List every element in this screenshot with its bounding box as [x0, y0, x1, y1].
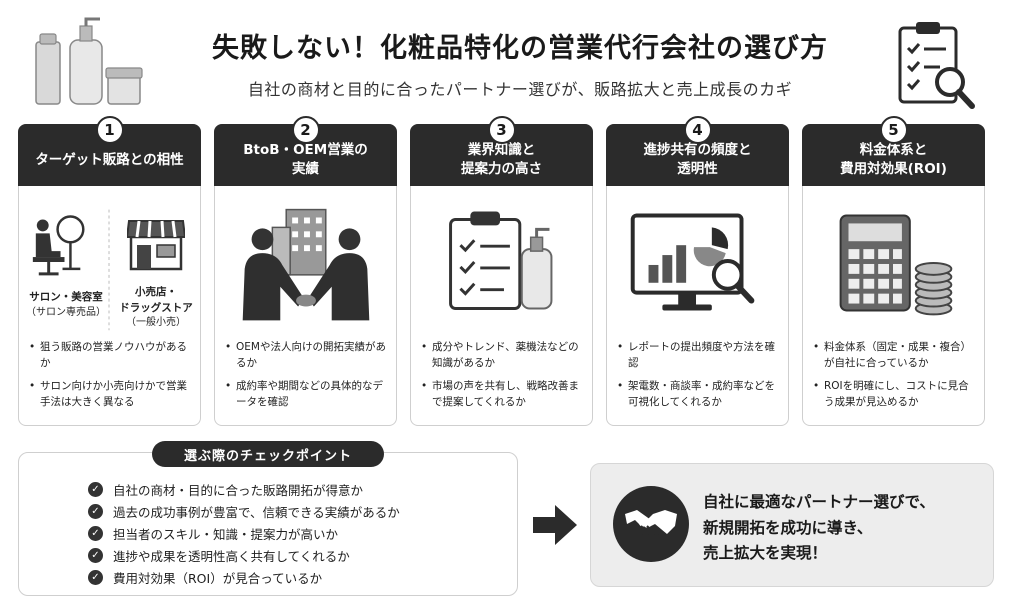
card-title: ターゲット販路との相性: [35, 151, 184, 168]
segment-name: 小売店・ ドラッグストア: [119, 286, 193, 314]
salon-chair-icon: [32, 209, 110, 331]
card-industry-knowledge: 3 業界知識と 提案力の高さ 成分やトレンド、薬機法などの知識があるか 市場の声…: [410, 116, 593, 426]
checkpoint-item: ✓ 費用対効果（ROI）が見合っているか: [88, 566, 400, 588]
card-title: BtoB・OEM営業の 実績: [243, 142, 368, 177]
bullet: 架電数・商談率・成約率などを可視化してくれるか: [617, 378, 780, 411]
monitor-chart-icon: [630, 213, 755, 311]
result-line: 自社に最適なパートナー選びで、: [703, 493, 935, 511]
check-circle-icon: ✓: [88, 569, 103, 585]
result-line: 新規開拓を成功に導き、: [703, 518, 873, 537]
checkpoint-item: ✓ 進捗や成果を透明性高く共有してくれるか: [88, 544, 400, 566]
card-title: 進捗共有の頻度と 透明性: [643, 142, 752, 177]
bullet: 料金体系（固定・成果・複合）が自社に合っているか: [813, 339, 976, 372]
checkpoint-item: ✓ 過去の成功事例が豊富で、信頼できる実績があるか: [88, 500, 400, 522]
card-bullets: OEMや法人向けの開拓実績があるか 成約率や期間などの具体的なデータを確認: [225, 339, 388, 416]
card-header: BtoB・OEM営業の 実績: [214, 124, 397, 186]
result-message: 自社に最適なパートナー選びで、 新規開拓を成功に導き、 売上拡大を実現！: [703, 490, 988, 567]
card-bullets: 成分やトレンド、薬機法などの知識があるか 市場の声を共有し、戦略改善まで提案して…: [421, 339, 584, 416]
check-circle-icon: ✓: [88, 481, 103, 497]
page-title: 失敗しない！化粧品特化の営業代行会社の選び方: [212, 33, 828, 64]
right-arrow-icon: [533, 505, 577, 545]
bullet: 成分やトレンド、薬機法などの知識があるか: [421, 339, 584, 372]
segment-salon: サロン・美容室 （サロン専売品）: [23, 290, 109, 320]
bullet: 市場の声を共有し、戦略改善まで提案してくれるか: [421, 378, 584, 411]
card-number: 5: [879, 116, 908, 144]
business-handshake-icon: [242, 208, 370, 321]
cosmetics-bottles-icon: [35, 17, 143, 105]
card-title: 業界知識と 提案力の高さ: [461, 142, 542, 177]
bullet: サロン向けか小売向けかで営業手法は大きく異なる: [29, 378, 192, 411]
card-progress-sharing: 4 進捗共有の頻度と 透明性 レポートの提出頻度や方法を確認 架電数・商談率・成…: [606, 116, 789, 426]
bullet: 成約率や期間などの具体的なデータを確認: [225, 378, 388, 411]
bullet: レポートの提出頻度や方法を確認: [617, 339, 780, 372]
segment-name: サロン・美容室: [29, 291, 103, 303]
card-bullets: レポートの提出頻度や方法を確認 架電数・商談率・成約率などを可視化してくれるか: [617, 339, 780, 416]
checkpoint-list: ✓ 自社の商材・目的に合った販路開拓が得意か ✓ 過去の成功事例が豊富で、信頼できる…: [88, 478, 400, 588]
handshake-icon: [613, 486, 689, 562]
check-circle-icon: ✓: [88, 525, 103, 541]
card-title: 料金体系と 費用対効果(ROI): [840, 142, 947, 177]
storefront-icon: [127, 220, 185, 271]
segment-retail: 小売店・ ドラッグストア （一般小売）: [113, 285, 199, 331]
checkpoint-title: 選ぶ際のチェックポイント: [152, 441, 384, 467]
checkpoint-text: 自社の商材・目的に合った販路開拓が得意か: [113, 482, 364, 498]
bullet: OEMや法人向けの開拓実績があるか: [225, 339, 388, 372]
checkpoint-text: 費用対効果（ROI）が見合っているか: [113, 570, 323, 586]
calculator-coins-icon: [839, 214, 953, 316]
check-circle-icon: ✓: [88, 547, 103, 563]
card-number: 2: [291, 116, 320, 144]
card-number: 3: [487, 116, 516, 144]
checkpoint-item: ✓ 自社の商材・目的に合った販路開拓が得意か: [88, 478, 400, 500]
checkpoint-text: 過去の成功事例が豊富で、信頼できる実績があるか: [113, 504, 400, 520]
card-bullets: 料金体系（固定・成果・複合）が自社に合っているか ROIを明確にし、コストに見合…: [813, 339, 976, 416]
clipboard-magnifier-icon: [898, 22, 975, 109]
checkpoint-text: 進捗や成果を透明性高く共有してくれるか: [113, 548, 350, 564]
card-pricing-roi: 5 料金体系と 費用対効果(ROI) 料金体系（固定・成果・複合）が自社に合って…: [802, 116, 985, 426]
card-btob-oem: 2 BtoB・OEM営業の 実績 OEMや法人向けの開拓実績があるか 成約率や期…: [214, 116, 397, 426]
card-number: 4: [683, 116, 712, 144]
page-subtitle: 自社の商材と目的に合ったパートナー選びが、販路拡大と売上成長のカギ: [247, 80, 793, 99]
card-bullets: 狙う販路の営業ノウハウがあるか サロン向けか小売向けかで営業手法は大きく異なる: [29, 339, 192, 416]
card-number: 1: [95, 116, 124, 144]
result-line: 売上拡大を実現！: [703, 544, 828, 563]
bullet: 狙う販路の営業ノウハウがあるか: [29, 339, 192, 372]
checkpoint-text: 担当者のスキル・知識・提案力が高いか: [113, 526, 339, 542]
segment-note: （サロン専売品）: [26, 306, 106, 318]
check-circle-icon: ✓: [88, 503, 103, 519]
clipboard-bottle-icon: [449, 211, 553, 310]
bullet: ROIを明確にし、コストに見合う成果が見込めるか: [813, 378, 976, 411]
segment-note: （一般小売）: [126, 317, 186, 328]
card-target-channel: 1 ターゲット販路との相性 サロン・美容室 （サロン専売品） 小売店・ ドラッグ…: [18, 116, 201, 426]
result-panel: 自社に最適なパートナー選びで、 新規開拓を成功に導き、 売上拡大を実現！: [590, 463, 994, 587]
checkpoint-item: ✓ 担当者のスキル・知識・提案力が高いか: [88, 522, 400, 544]
